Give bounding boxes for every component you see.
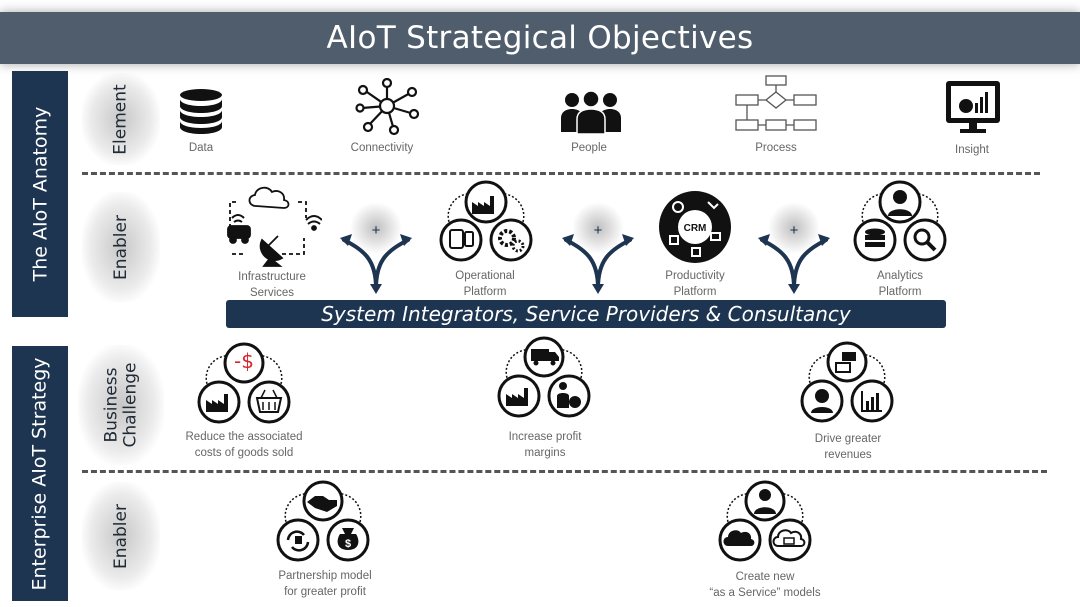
enabler-label: Infrastructure Services [238,271,306,299]
monitor-chart-icon [946,81,1000,133]
connector-arrows-icon [562,202,634,294]
plus-sign: + [789,222,799,239]
crm-icon-text: CRM [684,223,707,234]
page-title: AIoT Strategical Objectives [326,20,754,56]
divider-top [82,172,1040,175]
plus-sign: + [371,222,381,239]
people-icon [561,90,621,134]
section-strategy-label: Enterprise AIoT Strategy [29,356,51,591]
integrators-text: System Integrators, Service Providers & … [321,302,851,326]
strategy-enabler-label: Create new “as a Service” models [709,571,821,599]
element-label: People [571,142,607,154]
row-label-enabler-bottom: Enabler [82,482,160,590]
row-label-element: Element [82,73,160,165]
flowchart-icon [735,75,817,131]
section-strategy: Enterprise AIoT Strategy [12,346,68,601]
row-label-enabler-top: Enabler [82,192,160,302]
enabler-label: Analytics Platform [876,270,924,298]
cost-reduction-icon [197,342,291,424]
integrators-banner: System Integrators, Service Providers & … [226,300,946,328]
chat-support-chart-icon [800,341,894,423]
title-bar: AIoT Strategical Objectives [0,12,1080,64]
challenge-label: Drive greater revenues [814,433,882,461]
network-icon [355,78,420,136]
strategy-enabler-label: Partnership model for greater profit [278,570,372,598]
divider-bottom [82,470,1047,473]
handshake-money-icon: $ [276,480,370,562]
element-label: Process [755,142,797,154]
element-label: Connectivity [350,142,414,154]
cloud-infrastructure-icon [227,186,322,267]
database-icon [180,89,222,134]
analyst-database-search-icon [853,180,947,262]
service-cloud-icon [718,480,812,562]
truck-factory-money-icon [497,336,591,418]
challenge-label: Reduce the associated costs of goods sol… [185,431,303,459]
connector-arrows-icon [758,202,830,294]
section-anatomy-label: The AIoT Anatomy [29,106,52,282]
enabler-label: Operational Platform [455,270,515,298]
row-label-business-text: Business Challenge [101,362,140,448]
enabler-label: Productivity Platform [665,270,725,298]
row-label-enabler-bottom-text: Enabler [110,503,131,569]
factory-devices-gears-icon [439,180,533,262]
plus-sign: + [593,222,603,239]
connector-arrows-icon [340,202,412,294]
svg-text:$: $ [345,538,351,550]
row-label-business: Business Challenge [78,345,164,465]
row-label-element-text: Element [110,83,131,155]
challenge-label: Increase profit margins [508,431,582,459]
row-label-enabler-top-text: Enabler [110,214,131,280]
minus-dollar-text: -$ [234,349,254,373]
element-label: Data [188,142,214,154]
section-anatomy: The AIoT Anatomy [12,71,68,317]
crm-icon: CRM [659,191,731,263]
element-label: Insight [955,144,989,156]
